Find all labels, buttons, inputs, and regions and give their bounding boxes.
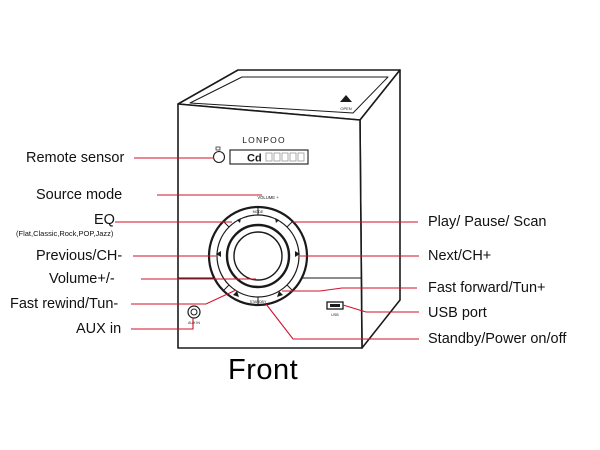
display-text: Cd xyxy=(247,153,262,165)
lcd-display: Cd xyxy=(229,149,309,165)
speaker-side-panel xyxy=(359,69,401,349)
label-fast-forward: Fast forward/Tun+ xyxy=(428,280,546,296)
leader-standby xyxy=(265,303,419,340)
label-play-pause: Play/ Pause/ Scan xyxy=(428,214,547,230)
leader-fast-rewind xyxy=(131,289,237,305)
label-source-mode: Source mode xyxy=(36,187,123,203)
mode-label: MODE xyxy=(253,210,264,214)
label-next: Next/CH+ xyxy=(428,248,492,264)
brand-logo: LONPOO xyxy=(242,135,286,145)
volume-label: VOLUME + xyxy=(257,195,279,200)
svg-text:OPEN: OPEN xyxy=(340,106,351,111)
svg-text:USB: USB xyxy=(331,313,339,317)
label-remote-sensor: Remote sensor xyxy=(26,150,125,166)
leader-fast-forward xyxy=(282,287,417,292)
open-button: OPEN xyxy=(340,95,352,111)
label-usb-port: USB port xyxy=(428,305,487,321)
leader-lines xyxy=(115,157,419,340)
label-standby: Standby/Power on/off xyxy=(428,331,567,347)
svg-text:AUX IN: AUX IN xyxy=(188,321,200,325)
label-eq-modes: (Flat,Classic,Rock,POP,Jazz) xyxy=(16,229,114,238)
label-eq: EQ xyxy=(94,212,115,228)
label-fast-rewind: Fast rewind/Tun- xyxy=(10,296,119,312)
label-aux-in: AUX in xyxy=(76,321,122,337)
caption-front: Front xyxy=(228,354,299,386)
volume-knob xyxy=(225,223,291,289)
label-volume: Volume+/- xyxy=(49,271,115,287)
standby-label: STANDBY xyxy=(250,300,267,304)
leader-usb-port xyxy=(342,304,419,313)
control-dial: MODE STANDBY xyxy=(207,205,309,307)
aux-jack: AUX IN xyxy=(187,305,201,325)
remote-sensor xyxy=(212,150,226,164)
label-previous: Previous/CH- xyxy=(36,248,123,264)
leader-aux-in xyxy=(131,318,194,330)
speaker-top-inner xyxy=(189,76,389,114)
